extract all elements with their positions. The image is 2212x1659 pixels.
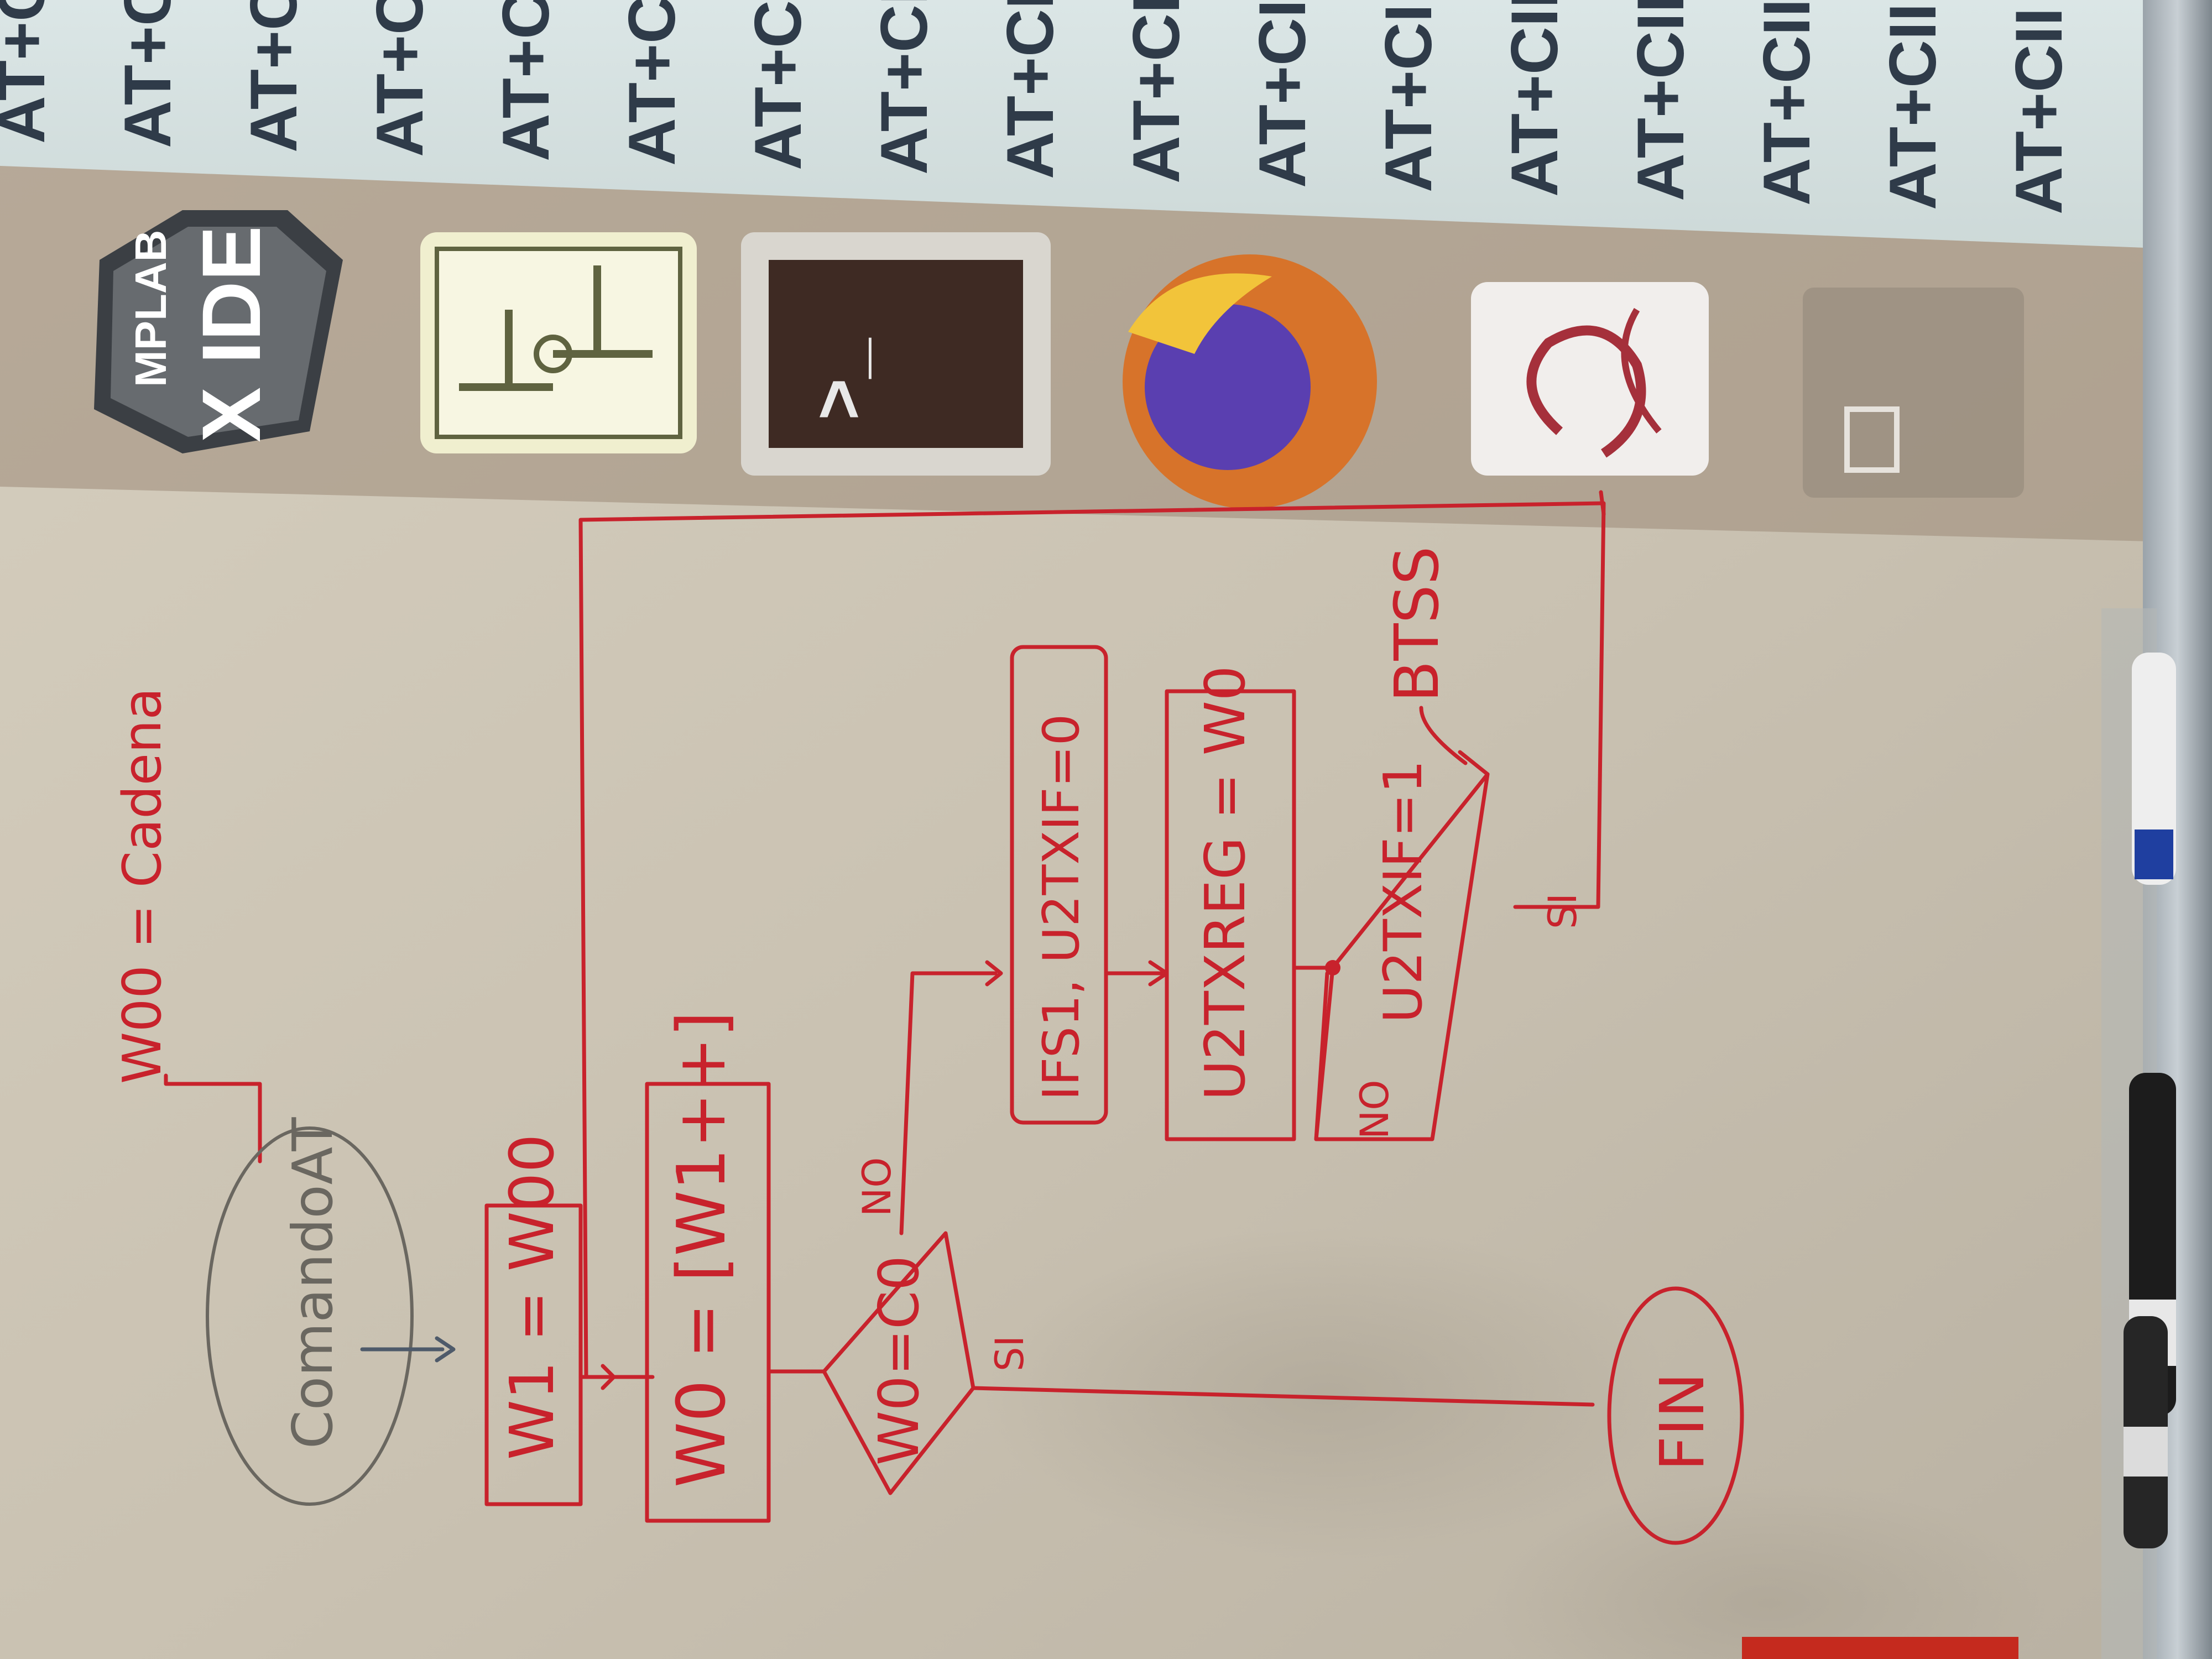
branch-no-2 bbox=[1314, 971, 1329, 1141]
decision-w0-c0-label: W0=C0 bbox=[867, 1255, 931, 1465]
process-u2txreg-label: U2TXREG = W0 bbox=[1193, 666, 1258, 1100]
xide-label: X IDE bbox=[185, 226, 278, 442]
red-object bbox=[1742, 1637, 2018, 1659]
process-w1-w00-label: W1 = W00 bbox=[497, 1134, 567, 1460]
terminal-line: AT+CII bbox=[1498, 0, 1572, 197]
desktop-icon bbox=[1803, 288, 2024, 498]
branch-no-1 bbox=[899, 971, 998, 1235]
process-w1-w00 bbox=[484, 1203, 583, 1506]
process-w0-w1pp-label: W0 = [W1++] bbox=[664, 1011, 740, 1488]
start-node-label: ComandoAT bbox=[280, 1117, 345, 1449]
decision-2-yes-label: SI bbox=[1540, 893, 1585, 929]
terminal-icon: >_ bbox=[741, 232, 1051, 476]
mplab-x-ide-icon: MPLAB X IDE bbox=[94, 210, 343, 453]
annotation-connector bbox=[164, 1073, 262, 1164]
terminal-line: AT+CII bbox=[1624, 0, 1698, 201]
branch-si-1 bbox=[971, 1386, 1595, 1407]
terminal-line: AT+C bbox=[0, 0, 59, 144]
terminal-line: AT+CII bbox=[1876, 3, 1950, 210]
end-node-label: FIN bbox=[1647, 1373, 1718, 1471]
process-u2txreg bbox=[1165, 689, 1296, 1141]
terminal-line: AT+CI bbox=[1245, 0, 1319, 188]
process-ifs1 bbox=[1010, 645, 1108, 1125]
hand-shadow bbox=[984, 1228, 1670, 1559]
terminal-line: AT+CII bbox=[1750, 0, 1824, 206]
terminal-line: AT+C bbox=[111, 0, 185, 148]
firefox-icon bbox=[1123, 254, 1377, 509]
start-node bbox=[206, 1126, 414, 1506]
terminal-line: AT+C bbox=[363, 0, 437, 157]
terminal-line: AT+CI bbox=[1371, 4, 1446, 192]
decision-1-yes-label: SI bbox=[987, 1335, 1032, 1371]
terminal-line: AT+CI bbox=[993, 0, 1067, 179]
decision-2-no-label: NO bbox=[1352, 1080, 1397, 1139]
annotation-cadena: W00 = Cadena bbox=[112, 687, 173, 1084]
terminal-line: AT+C bbox=[237, 0, 311, 153]
terminal-line: AT+C bbox=[489, 0, 563, 161]
marker-blue bbox=[2132, 653, 2176, 885]
terminal-prompt: >_ bbox=[797, 337, 878, 420]
mplab-label: MPLAB bbox=[126, 230, 175, 387]
circuit-editor-icon bbox=[420, 232, 697, 453]
document-viewer-icon bbox=[1471, 282, 1709, 476]
process-w0-w1pp bbox=[645, 1082, 771, 1523]
projected-dock: MPLAB X IDE >_ bbox=[0, 166, 2173, 542]
terminal-line: AT+CI bbox=[741, 0, 815, 170]
terminal-line: AT+CI bbox=[867, 0, 941, 175]
flowchart: W00 = Cadena ComandoAT W1 = W00 W0 = [W1… bbox=[112, 490, 1744, 1545]
btss-connector bbox=[1419, 706, 1468, 765]
marker-black-2 bbox=[2124, 1316, 2168, 1548]
process-ifs1-label: IFS1, U2TXIF=0 bbox=[1032, 714, 1091, 1100]
decision-u2txif-label: U2TXIF=1 bbox=[1373, 760, 1434, 1023]
end-node bbox=[1607, 1286, 1744, 1545]
hand-shadow bbox=[1493, 1482, 2046, 1659]
terminal-line: AT+C bbox=[615, 0, 689, 166]
terminal-line: AT+CII bbox=[2002, 8, 2076, 215]
decision-1-no-label: NO bbox=[854, 1157, 900, 1217]
terminal-line: AT+CI bbox=[1119, 0, 1193, 184]
btss-label: BTSS bbox=[1381, 546, 1452, 702]
